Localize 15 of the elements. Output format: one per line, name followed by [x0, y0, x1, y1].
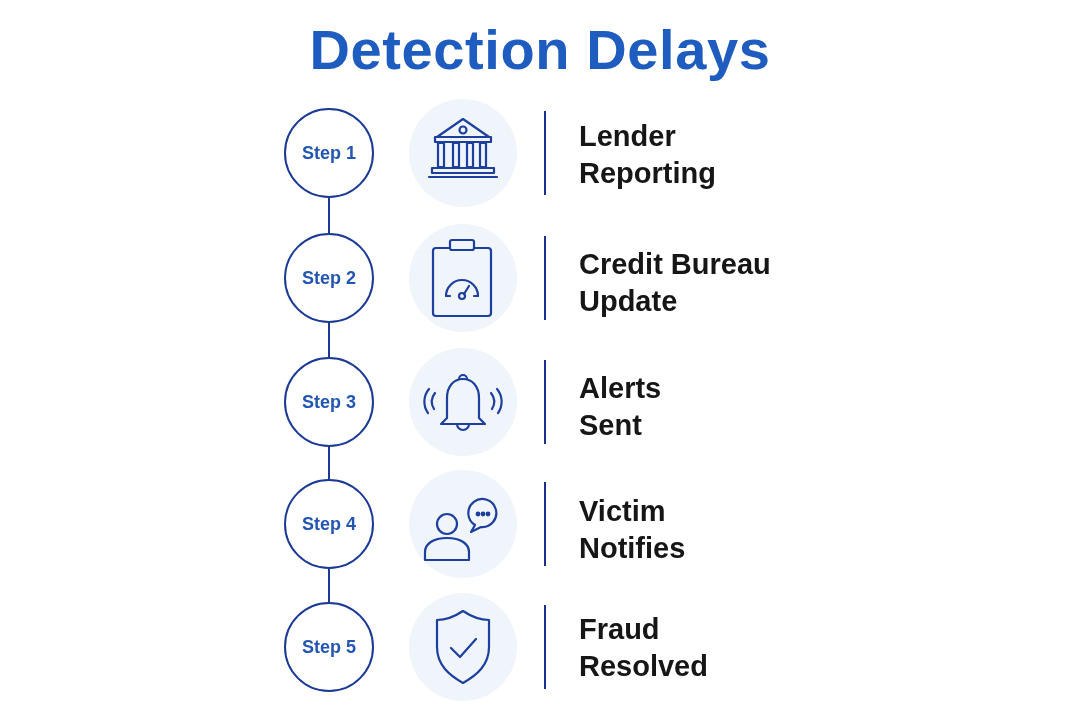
connector-line [328, 568, 330, 603]
connector-line [328, 322, 330, 358]
step-title: Alerts Sent [579, 371, 663, 443]
step-circle: Step 5 [284, 602, 374, 692]
step-title: Fraud Resolved [579, 612, 709, 684]
step-title: Victim Notifies [579, 494, 687, 566]
diagram-title: Detection Delays [308, 17, 772, 83]
connector-line [328, 446, 330, 480]
step-circle: Step 3 [284, 357, 374, 447]
connector-line [328, 197, 330, 234]
step-title: Credit Bureau Update [579, 247, 772, 319]
step-circle: Step 4 [284, 479, 374, 569]
step-circle: Step 2 [284, 233, 374, 323]
step-title: Lender Reporting [579, 119, 717, 191]
step-circle: Step 1 [284, 108, 374, 198]
